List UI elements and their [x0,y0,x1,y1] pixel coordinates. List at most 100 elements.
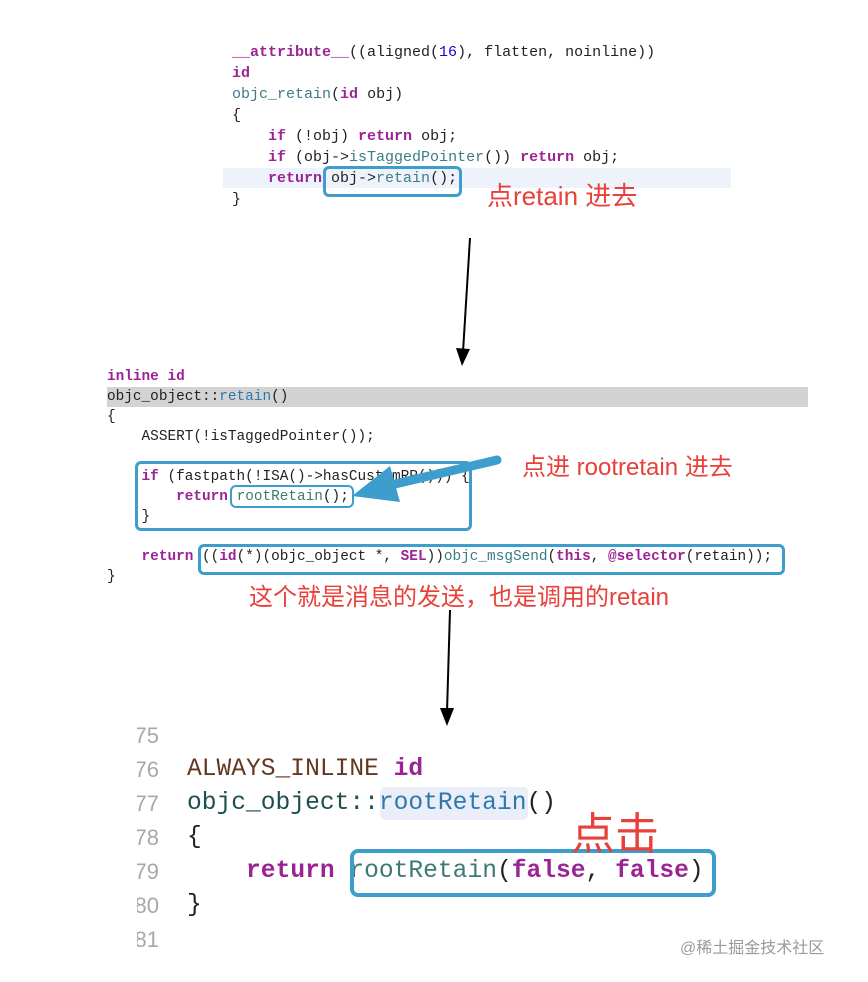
code-line: if (obj->isTaggedPointer()) return obj; [232,147,619,168]
down-arrow-2 [440,609,454,726]
down-arrow-1 [456,237,471,366]
code-token: rootRetain [349,858,497,885]
code-line: if (!obj) return obj; [232,126,457,147]
code-token: ASSERT(! [107,429,211,445]
code-line: return rootRetain(false, false) [187,855,704,889]
code-token: retain [376,170,431,187]
symbol-highlight [380,787,528,820]
code-token: ( [496,858,512,885]
code-token: @selector [607,549,686,565]
code-token: } [107,509,151,525]
code-token: false [615,858,689,885]
code-token: } [107,569,116,585]
code-token: if [268,128,287,145]
code-token [379,756,394,783]
annotation-click-retain: 点retain 进去 [487,181,638,211]
code-token: id [167,369,185,385]
code-line: return rootRetain(); [107,487,349,507]
code-line: objc_retain(id obj) [232,84,403,105]
code-token: , [590,549,608,565]
code-token: ALWAYS_INLINE [187,756,379,783]
code-token: objc_object:: [107,389,220,405]
code-token: id [393,756,424,783]
highlight-box-rootretain [230,485,354,508]
annotation-click-rootretain: 点进 rootretain 进去 [522,454,733,481]
code-token: } [187,892,202,919]
code-token: isTaggedPointer [349,149,485,166]
highlight-box-fastpath [135,461,472,531]
code-line: { [232,105,241,126]
code-panel-background [107,367,808,610]
code-line: objc_object::rootRetain() [187,787,556,821]
watermark: @稀土掘金技术社区 [680,940,825,957]
code-token: (*)(objc_object *, [236,549,401,565]
code-token: } [232,191,242,208]
line-number: 78 [137,825,159,850]
code-line: __attribute__((aligned(16), flatten, noi… [232,42,655,63]
code-token: return [358,128,413,145]
code-token: 16 [439,44,458,61]
code-token: objc_object:: [187,790,379,817]
code-token: rootRetain [378,790,527,817]
line-number: 75 [137,723,159,748]
code-token: isTaggedPointer [210,429,341,445]
code-token: retain [219,389,272,405]
line-number: 76 [137,757,159,782]
code-token: return [268,170,323,187]
code-token: ()) [484,149,521,166]
code-line: } [107,567,116,587]
code-line: return obj->retain(); [232,168,457,189]
code-token: (fastpath(!ISA()-> [158,469,323,485]
code-token: obj-> [322,170,377,187]
code-line: ALWAYS_INLINE id [187,753,423,787]
code-line: { [187,821,202,855]
code-token: objc_retain [232,86,332,103]
code-line: } [232,189,241,210]
code-token [187,858,246,885]
code-token: (!obj) [286,128,359,145]
code-token: (obj-> [286,149,350,166]
code-token: ( [331,86,341,103]
code-token: return [246,858,335,885]
code-token: if [268,149,287,166]
code-line: return ((id(*)(objc_object *, SEL))objc_… [107,547,773,567]
code-token: return [141,549,194,565]
code-token: id [340,86,359,103]
code-line: ASSERT(!isTaggedPointer()); [107,427,375,447]
code-token: __attribute__ [232,44,350,61]
code-token: false [511,858,586,885]
code-token: ), flatten, noinline)) [457,44,656,61]
code-line: inline id [107,367,185,387]
code-token: return [520,149,575,166]
line-number: 81 [137,927,159,952]
line-numbers: 75 76 77 78 79 80 81 [137,719,159,957]
code-token: objc_msgSend [443,549,548,565]
code-token: ()); [340,429,375,445]
code-line: } [187,889,202,923]
code-token: ) [688,858,704,885]
code-token: inline [107,369,159,385]
line-number: 80 [137,893,159,918]
code-token: this [556,549,591,565]
code-token: (retain)); [685,549,773,565]
code-token: rootRetain [236,489,323,505]
code-token: )) [426,549,444,565]
annotation-message-send: 这个就是消息的发送，也是调用的retain [249,584,670,611]
line-number: 77 [137,791,159,816]
code-line: id [232,63,250,84]
code-token [335,858,350,885]
annotation-click: 点击 [571,810,659,859]
code-token: (); [430,170,458,187]
code-line: } [107,507,151,527]
code-token: { [187,824,202,851]
code-token: ( [547,549,557,565]
code-token: () [526,790,556,817]
line-number: 79 [137,859,159,884]
code-line: { [107,407,116,427]
code-token: obj; [574,149,620,166]
code-token: obj; [412,128,458,145]
code-token: SEL [400,549,427,565]
